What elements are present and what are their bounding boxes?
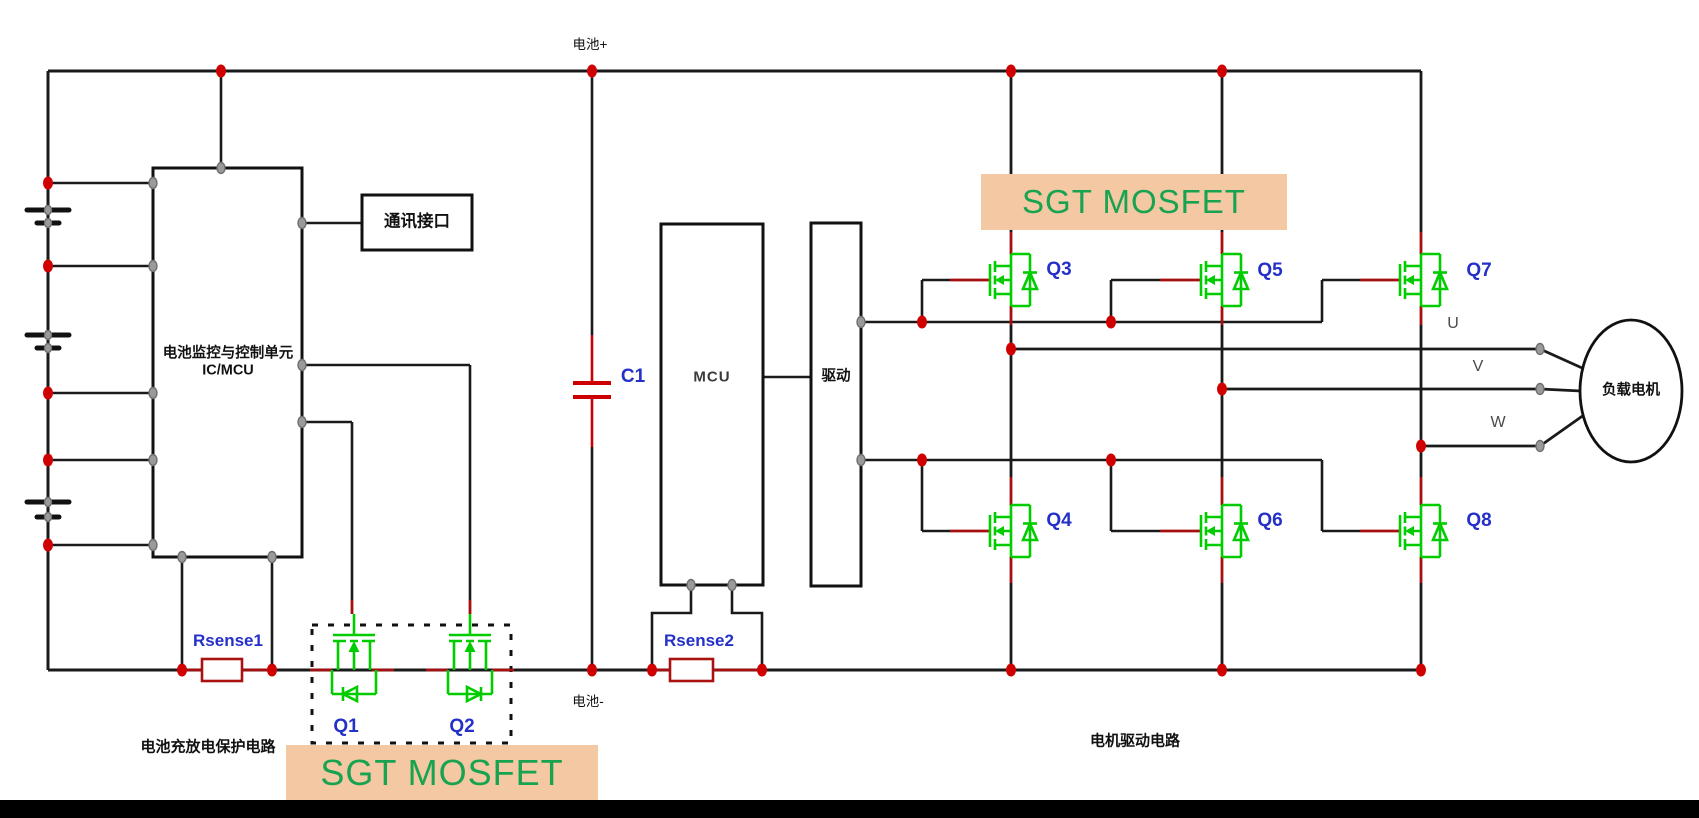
phase-v-label: V xyxy=(1472,357,1484,375)
block-boxes xyxy=(151,166,863,588)
mosfet-q3-symbol xyxy=(988,252,1039,308)
battery-plus-label: 电池+ xyxy=(572,37,608,53)
bottom-black-bar xyxy=(0,800,1699,818)
pin-dots xyxy=(43,161,1545,592)
section-label-battery-protection: 电池充放电保护电路 xyxy=(140,738,276,756)
q4-label: Q4 xyxy=(1046,510,1072,532)
q8-label: Q8 xyxy=(1466,510,1492,532)
mcu-box xyxy=(659,222,765,587)
load-motor-circle xyxy=(1578,318,1684,464)
sgt-mosfet-highlight-top: SGT MOSFET xyxy=(981,174,1287,230)
rsense2-label: Rsense2 xyxy=(664,631,734,651)
comm-interface-label: 通讯接口 xyxy=(384,212,450,231)
bms-ic-box xyxy=(151,166,304,559)
red-wire-segments xyxy=(182,232,1423,672)
mosfet-q2-symbol xyxy=(446,614,494,704)
comm-interface-box xyxy=(360,193,474,252)
c1-label: C1 xyxy=(620,366,646,388)
q2-label: Q2 xyxy=(449,716,475,738)
q6-label: Q6 xyxy=(1257,510,1283,532)
bms-ic-label-line1: 电池监控与控制单元 xyxy=(162,345,294,362)
q5-label: Q5 xyxy=(1257,260,1283,282)
rsense2-body xyxy=(668,657,715,683)
load-motor-label: 负载电机 xyxy=(1602,382,1660,399)
battery-minus-label: 电池- xyxy=(572,694,604,710)
mosfet-q6-symbol xyxy=(1199,503,1250,559)
c1-capacitor xyxy=(573,335,611,447)
section-label-motor-drive: 电机驱动电路 xyxy=(1089,732,1181,750)
battery-tap-wires xyxy=(48,71,472,670)
q3-label: Q3 xyxy=(1046,259,1072,281)
rsense1-label: Rsense1 xyxy=(193,631,263,651)
q1-label: Q1 xyxy=(333,716,359,738)
mosfet-q1-symbol xyxy=(330,614,378,704)
mosfet-q4-symbol xyxy=(988,503,1039,559)
mosfet-q5-symbol xyxy=(1199,252,1250,308)
mosfet-q8-symbol xyxy=(1398,503,1449,559)
sense-resistors xyxy=(200,657,715,683)
mcu-driver-wires xyxy=(590,71,811,670)
q7-label: Q7 xyxy=(1466,260,1492,282)
bms-ic-label: 电池监控与控制单元 IC/MCU xyxy=(163,345,294,378)
mosfet-q7-symbol xyxy=(1398,252,1449,308)
bridge-leg-wires xyxy=(1009,71,1592,670)
driver-box xyxy=(809,221,863,588)
driver-label: 驱动 xyxy=(821,368,851,385)
rsense1-body xyxy=(200,657,244,683)
sgt-mosfet-highlight-bottom: SGT MOSFET xyxy=(286,745,598,800)
bms-ic-label-line2: IC/MCU xyxy=(202,362,254,378)
junction-dots xyxy=(43,64,1426,677)
protection-mosfet-dashed-box xyxy=(310,623,513,745)
mcu-label: MCU xyxy=(693,368,731,386)
gate-bus-wires xyxy=(861,278,1360,533)
phase-w-label: W xyxy=(1490,413,1506,431)
phase-u-label: U xyxy=(1447,314,1459,332)
